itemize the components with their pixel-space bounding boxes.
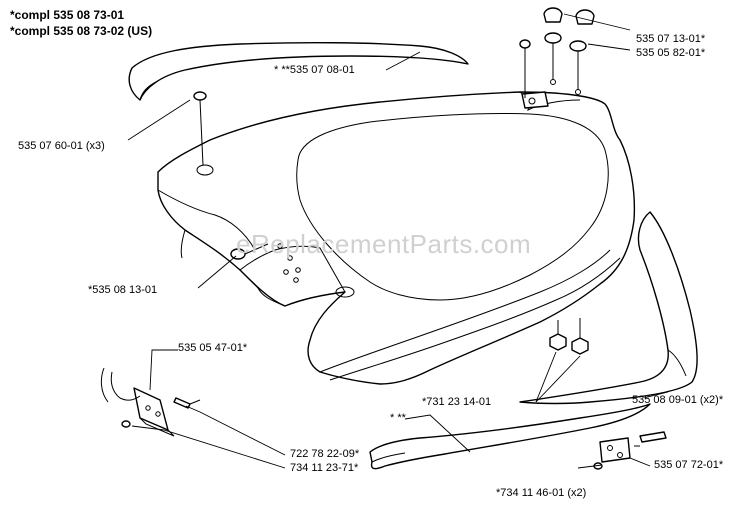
clip-bracket: [599, 437, 631, 463]
lid-top: [296, 112, 609, 301]
washer-2: [569, 40, 587, 52]
nut-2: [571, 337, 589, 355]
label-nut: *731 23 14-01: [422, 396, 492, 408]
label-strip-right: 535 08 09-01 (x2)*: [632, 394, 724, 406]
washer-small: [121, 420, 131, 428]
label-gasket-top: * **535 07 08-01: [274, 64, 355, 76]
gasket-strip-right: [519, 211, 698, 405]
label-strip-bottom: * **: [390, 412, 406, 424]
clip-pin: [639, 431, 667, 443]
label-clip: 535 07 72-01*: [654, 459, 724, 471]
label-knob: 535 07 13-01*: [636, 33, 706, 45]
label-bracket: 535 05 47-01*: [178, 342, 248, 354]
washer-1: [544, 32, 562, 44]
assembly-code-1: *compl 535 08 73-01: [10, 8, 125, 22]
label-washer-bottom: *734 11 46-01 (x2): [496, 487, 587, 499]
bracket: [133, 387, 169, 431]
label-pin: 722 78 22-09*: [290, 448, 360, 460]
screw-left: [193, 91, 207, 101]
label-knob-small: *535 08 13-01: [88, 284, 158, 296]
knob-2: [575, 9, 595, 25]
pin: [173, 397, 191, 409]
gasket-strip-top: [128, 41, 469, 101]
watermark: eReplacementParts.com: [236, 229, 532, 259]
gasket-strip-bottom: [369, 403, 651, 470]
nut-1: [549, 333, 567, 351]
label-screw: 535 07 60-01 (x3): [18, 140, 105, 152]
knob-1: [543, 7, 563, 23]
label-washer: 535 05 82-01*: [636, 47, 706, 59]
label-washer-small: 734 11 23-71*: [290, 462, 359, 474]
assembly-code-2: *compl 535 08 73-02 (US): [10, 24, 153, 38]
screw-top: [519, 39, 531, 49]
